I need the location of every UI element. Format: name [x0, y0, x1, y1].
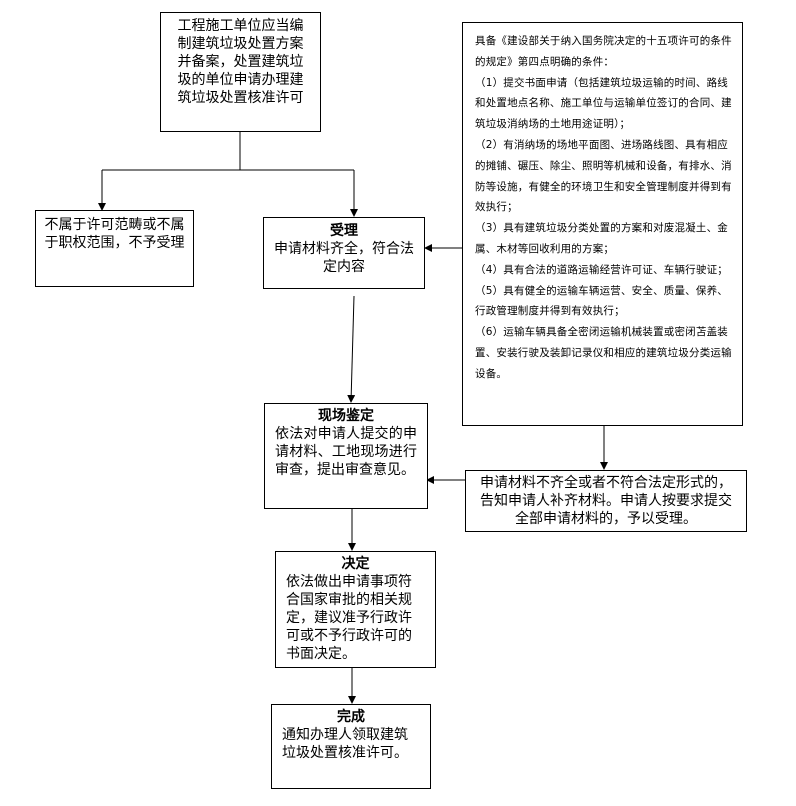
- edge-accept-to-inspect: [347, 295, 356, 403]
- node-finish: 完成 通知办理人领取建筑垃圾处置核准许可。: [271, 704, 431, 789]
- conditions-intro: 具备《建设部关于纳入国务院决定的十五项许可的条件的规定》第四点明确的条件：: [475, 35, 732, 68]
- node-decide-text: 依法做出申请事项符合国家审批的相关规定，建议准予行政许可或不予行政许可的书面决定…: [286, 574, 412, 662]
- node-inspect-text: 依法对申请人提交的申请材料、工地现场进行审查，提出审查意见。: [275, 426, 417, 478]
- node-reject: 不属于许可范畴或不属于职权范围，不予受理: [35, 210, 194, 287]
- condition-item: （4）具有合法的道路运输经营许可证、车辆行驶证；: [475, 263, 728, 276]
- condition-item: （3）具有建筑垃圾分类处置的方案和对废混凝土、金属、木材等回收利用的方案；: [475, 222, 728, 255]
- node-start-text: 工程施工单位应当编制建筑垃圾处置方案并备案，处置建筑垃圾的单位申请办理建筑垃圾处…: [177, 18, 304, 106]
- node-accept-title: 受理: [330, 223, 358, 239]
- condition-item: （5）具有健全的运输车辆运营、安全、质量、保养、行政管理制度并得到有效执行；: [475, 284, 728, 318]
- node-inspect-title: 现场鉴定: [318, 408, 374, 424]
- node-inspect: 现场鉴定 依法对申请人提交的申请材料、工地现场进行审查，提出审查意见。: [264, 403, 428, 509]
- node-reject-text: 不属于许可范畴或不属于职权范围，不予受理: [44, 217, 185, 251]
- node-incomplete-text: 申请材料不齐全或者不符合法定形式的，告知申请人补齐材料。申请人按要求提交全部申请…: [480, 475, 732, 527]
- node-accept-text: 申请材料齐全，符合法定内容: [274, 241, 414, 275]
- node-incomplete: 申请材料不齐全或者不符合法定形式的，告知申请人补齐材料。申请人按要求提交全部申请…: [465, 470, 747, 532]
- condition-item: （1）提交书面申请（包括建筑垃圾运输的时间、路线和处置地点名称、施工单位与运输单…: [475, 76, 732, 131]
- node-decide: 决定 依法做出申请事项符合国家审批的相关规定，建议准予行政许可或不予行政许可的书…: [275, 551, 436, 668]
- node-accept: 受理 申请材料齐全，符合法定内容: [263, 217, 425, 289]
- node-start: 工程施工单位应当编制建筑垃圾处置方案并备案，处置建筑垃圾的单位申请办理建筑垃圾处…: [160, 12, 321, 132]
- node-finish-text: 通知办理人领取建筑垃圾处置核准许可。: [282, 727, 408, 761]
- node-finish-title: 完成: [337, 709, 365, 725]
- node-conditions: 具备《建设部关于纳入国务院决定的十五项许可的条件的规定》第四点明确的条件： （1…: [462, 22, 743, 426]
- condition-item: （2）有消纳场的场地平面图、进场路线图、具有相应的摊铺、碾压、除尘、照明等机械和…: [475, 138, 732, 214]
- node-decide-title: 决定: [341, 556, 370, 572]
- condition-item: （6）运输车辆具备全密闭运输机械装置或密闭苫盖装置、安装行驶及装卸记录仪和相应的…: [475, 326, 732, 380]
